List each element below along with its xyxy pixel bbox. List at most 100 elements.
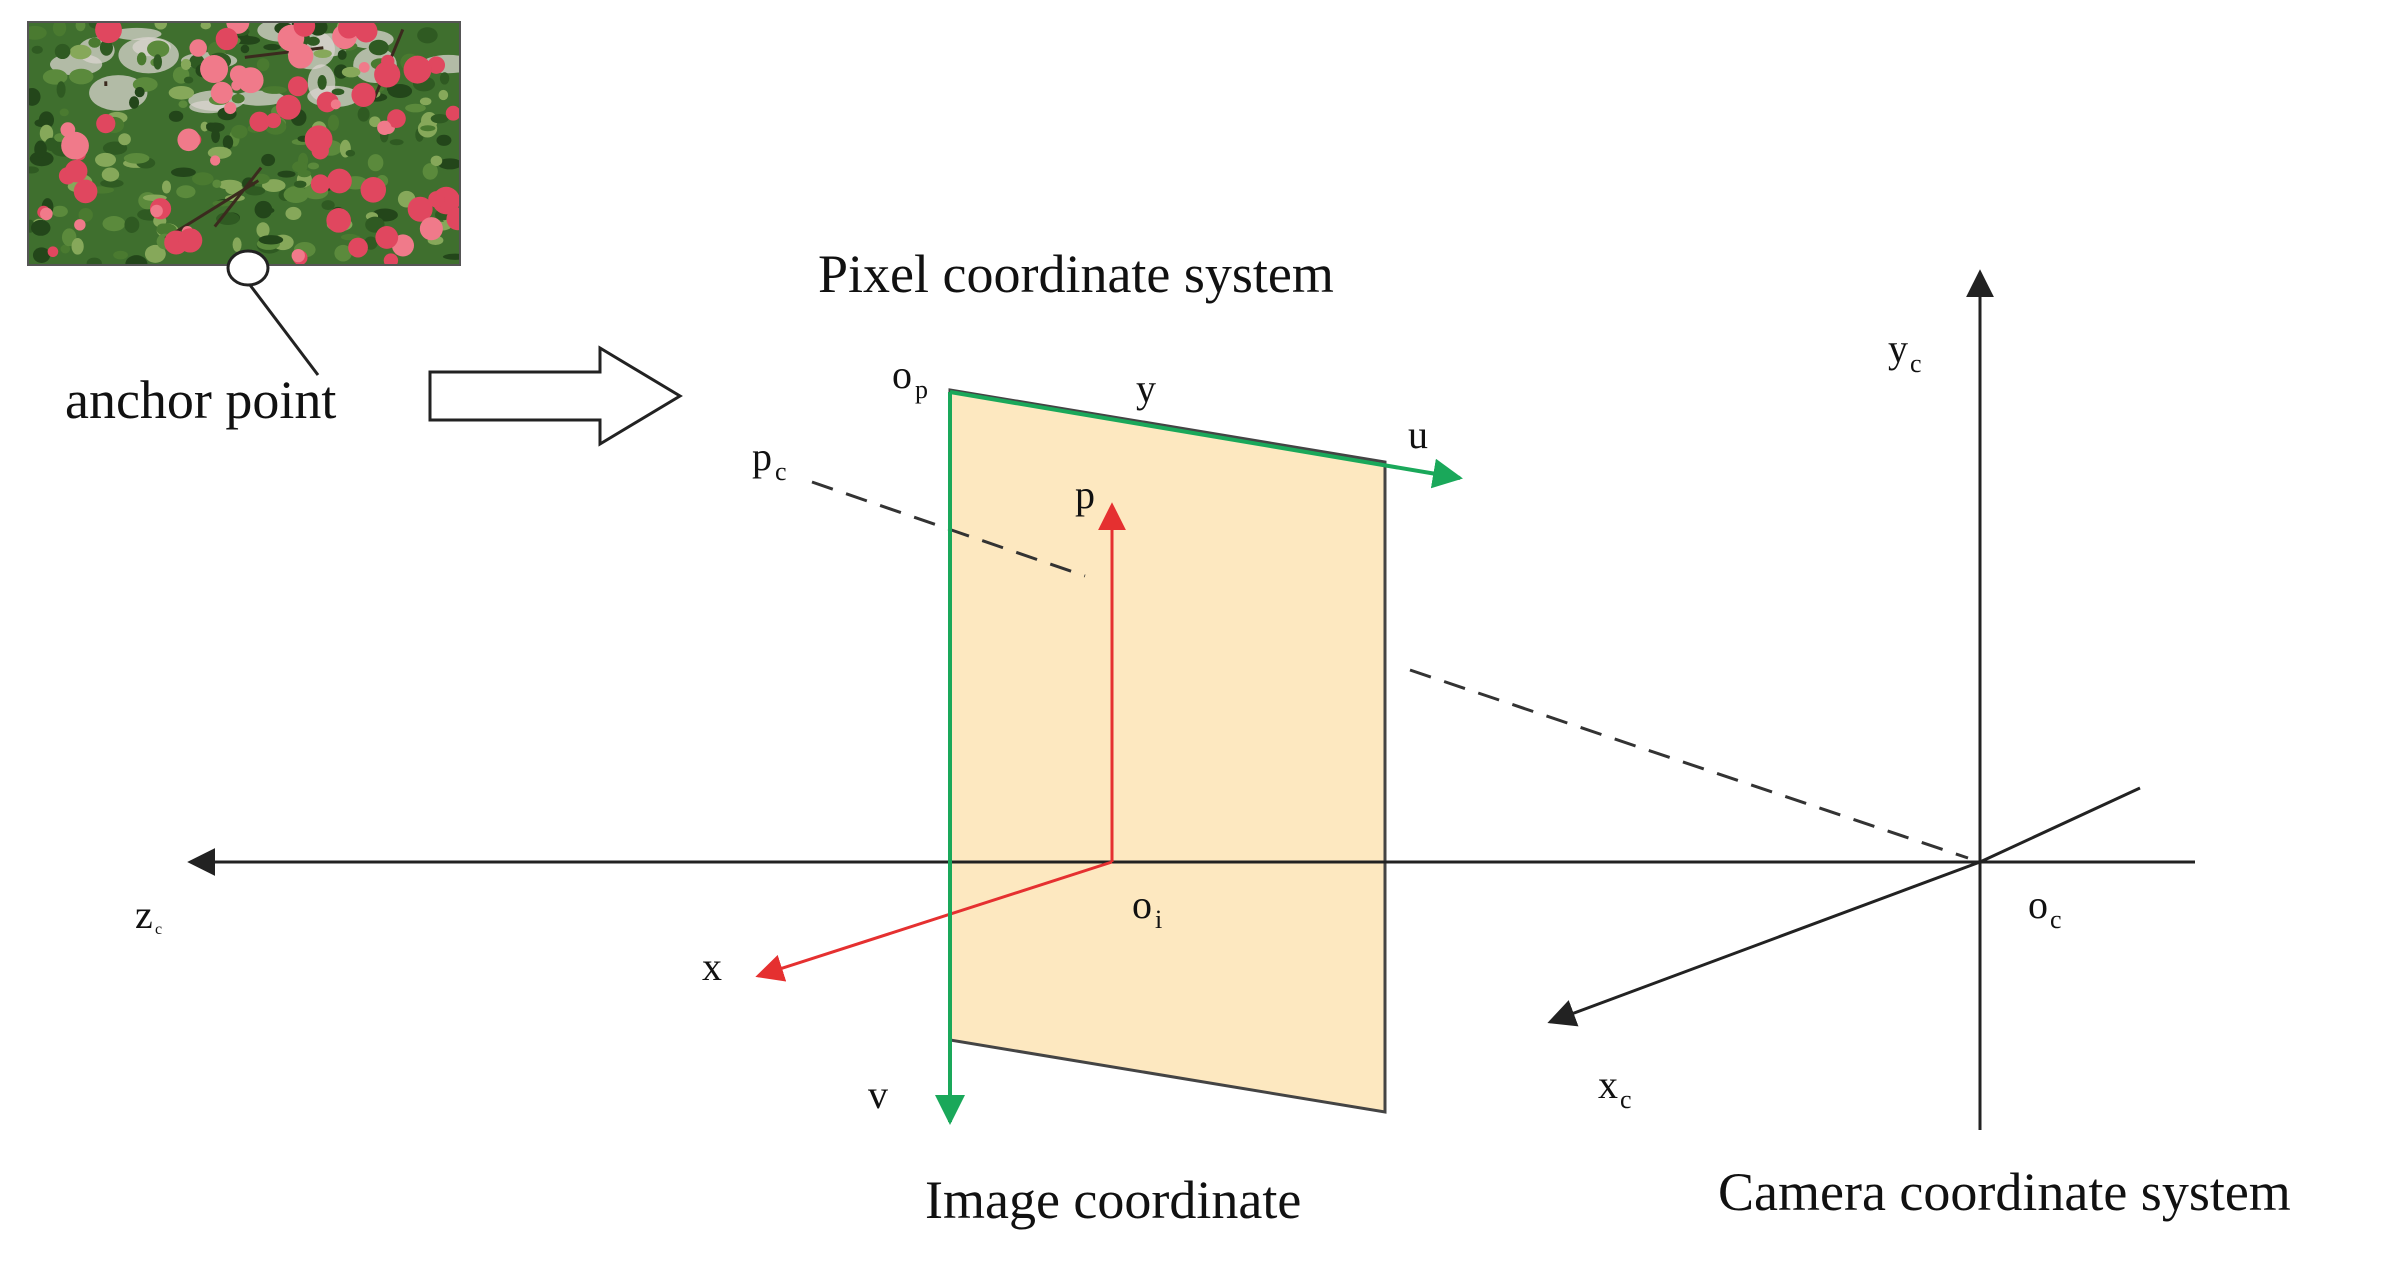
svg-text:i: i xyxy=(1155,905,1162,934)
photo-apple xyxy=(293,15,315,37)
label-pc: p c xyxy=(752,434,787,486)
photo-leaf xyxy=(72,238,84,255)
xc-axis xyxy=(1550,862,1980,1022)
photo-leaf xyxy=(232,94,245,104)
photo-apple xyxy=(95,16,122,43)
photo-leaf xyxy=(322,200,335,210)
photo-leaf xyxy=(262,86,287,94)
svg-text:c: c xyxy=(775,457,787,486)
anchor-point-label: anchor point xyxy=(65,370,336,430)
svg-text:p: p xyxy=(752,434,772,479)
photo-leaf xyxy=(43,69,68,84)
label-x: x xyxy=(702,944,722,989)
photo-apple xyxy=(96,114,115,133)
photo-leaf xyxy=(390,139,404,145)
photo-apple xyxy=(377,121,391,135)
photo-apple xyxy=(288,76,308,96)
photo-leaf xyxy=(263,44,280,50)
photo-leaf xyxy=(338,50,347,60)
photo-leaf xyxy=(314,49,332,58)
anchor-point-marker xyxy=(228,251,268,285)
label-y: y xyxy=(1136,366,1156,411)
hollow-block-arrow xyxy=(430,348,680,444)
photo-leaf xyxy=(57,81,66,98)
image-coordinate-title: Image coordinate xyxy=(925,1170,1301,1230)
photo-leaf xyxy=(255,201,273,219)
photo-leaf xyxy=(162,180,171,193)
photo-leaf xyxy=(405,104,426,113)
svg-text:p: p xyxy=(915,375,928,404)
photo-leaf xyxy=(342,67,361,78)
label-v: v xyxy=(868,1072,888,1117)
photo-apple xyxy=(210,155,220,165)
photo-apple xyxy=(327,169,352,194)
apple-tree-photo xyxy=(23,11,475,273)
photo-leaf xyxy=(440,72,449,84)
photo-leaf xyxy=(52,206,68,217)
photo-leaf xyxy=(32,46,43,54)
camera-coordinate-system-title: Camera coordinate system xyxy=(1718,1162,2291,1222)
photo-apple xyxy=(446,106,461,121)
photo-leaf xyxy=(241,45,250,54)
photo-leaf xyxy=(124,153,150,164)
photo-leaf xyxy=(284,186,309,203)
photo-leaf xyxy=(285,207,301,220)
svg-text:o: o xyxy=(892,352,912,397)
photo-leaf xyxy=(294,181,306,188)
svg-text:o: o xyxy=(2028,882,2048,927)
photo-leaf xyxy=(208,147,232,159)
xc-axis-back xyxy=(1980,788,2140,862)
photo-leaf xyxy=(181,59,191,70)
photo-leaf xyxy=(192,172,214,185)
photo-apple xyxy=(177,129,200,152)
photo-apple xyxy=(404,56,432,84)
photo-leaf xyxy=(169,111,183,122)
photo-apple xyxy=(211,82,233,104)
photo-leaf xyxy=(431,156,443,166)
photo-leaf xyxy=(317,75,326,90)
label-p: p xyxy=(1075,472,1095,517)
photo-apple xyxy=(200,55,228,83)
label-oc: o c xyxy=(2028,882,2062,934)
photo-leaf xyxy=(184,77,194,84)
photo-leaf xyxy=(368,154,384,171)
photo-leaf xyxy=(417,27,437,43)
projection-ray-back xyxy=(1410,670,1968,858)
photo-leaf xyxy=(24,166,39,173)
photo-leaf xyxy=(277,171,295,178)
label-op: o p xyxy=(892,352,928,404)
photo-leaf xyxy=(178,100,187,108)
photo-leaf xyxy=(169,86,194,100)
photo-leaf xyxy=(129,96,139,109)
svg-text:o: o xyxy=(1132,882,1152,927)
photo-apple xyxy=(65,160,88,183)
photo-apple xyxy=(331,99,341,109)
photo-apple xyxy=(311,174,330,193)
photo-apple xyxy=(276,95,301,120)
photo-leaf xyxy=(439,90,449,100)
photo-apple xyxy=(375,226,398,249)
photo-leaf xyxy=(212,180,221,188)
photo-leaf xyxy=(206,122,215,129)
photo-leaf xyxy=(153,54,162,69)
svg-text:y: y xyxy=(1888,326,1908,371)
photo-leaf xyxy=(171,168,196,177)
photo-apple xyxy=(446,208,469,231)
photo-leaf xyxy=(34,141,47,159)
photo-leaf xyxy=(154,17,167,29)
photo-leaf xyxy=(308,163,319,170)
svg-text:z: z xyxy=(135,892,153,937)
photo-leaf xyxy=(113,251,128,260)
photo-apple xyxy=(428,191,444,207)
photo-leaf xyxy=(137,52,147,65)
pixel-coordinate-system-title: Pixel coordinate system xyxy=(818,244,1334,304)
photo-apple xyxy=(348,238,368,258)
photo-apple xyxy=(288,43,313,68)
photo-apple xyxy=(224,102,236,114)
photo-leaf xyxy=(420,97,432,105)
photo-apple xyxy=(326,208,351,233)
photo-leaf xyxy=(135,87,145,97)
photo-leaf xyxy=(431,114,449,123)
